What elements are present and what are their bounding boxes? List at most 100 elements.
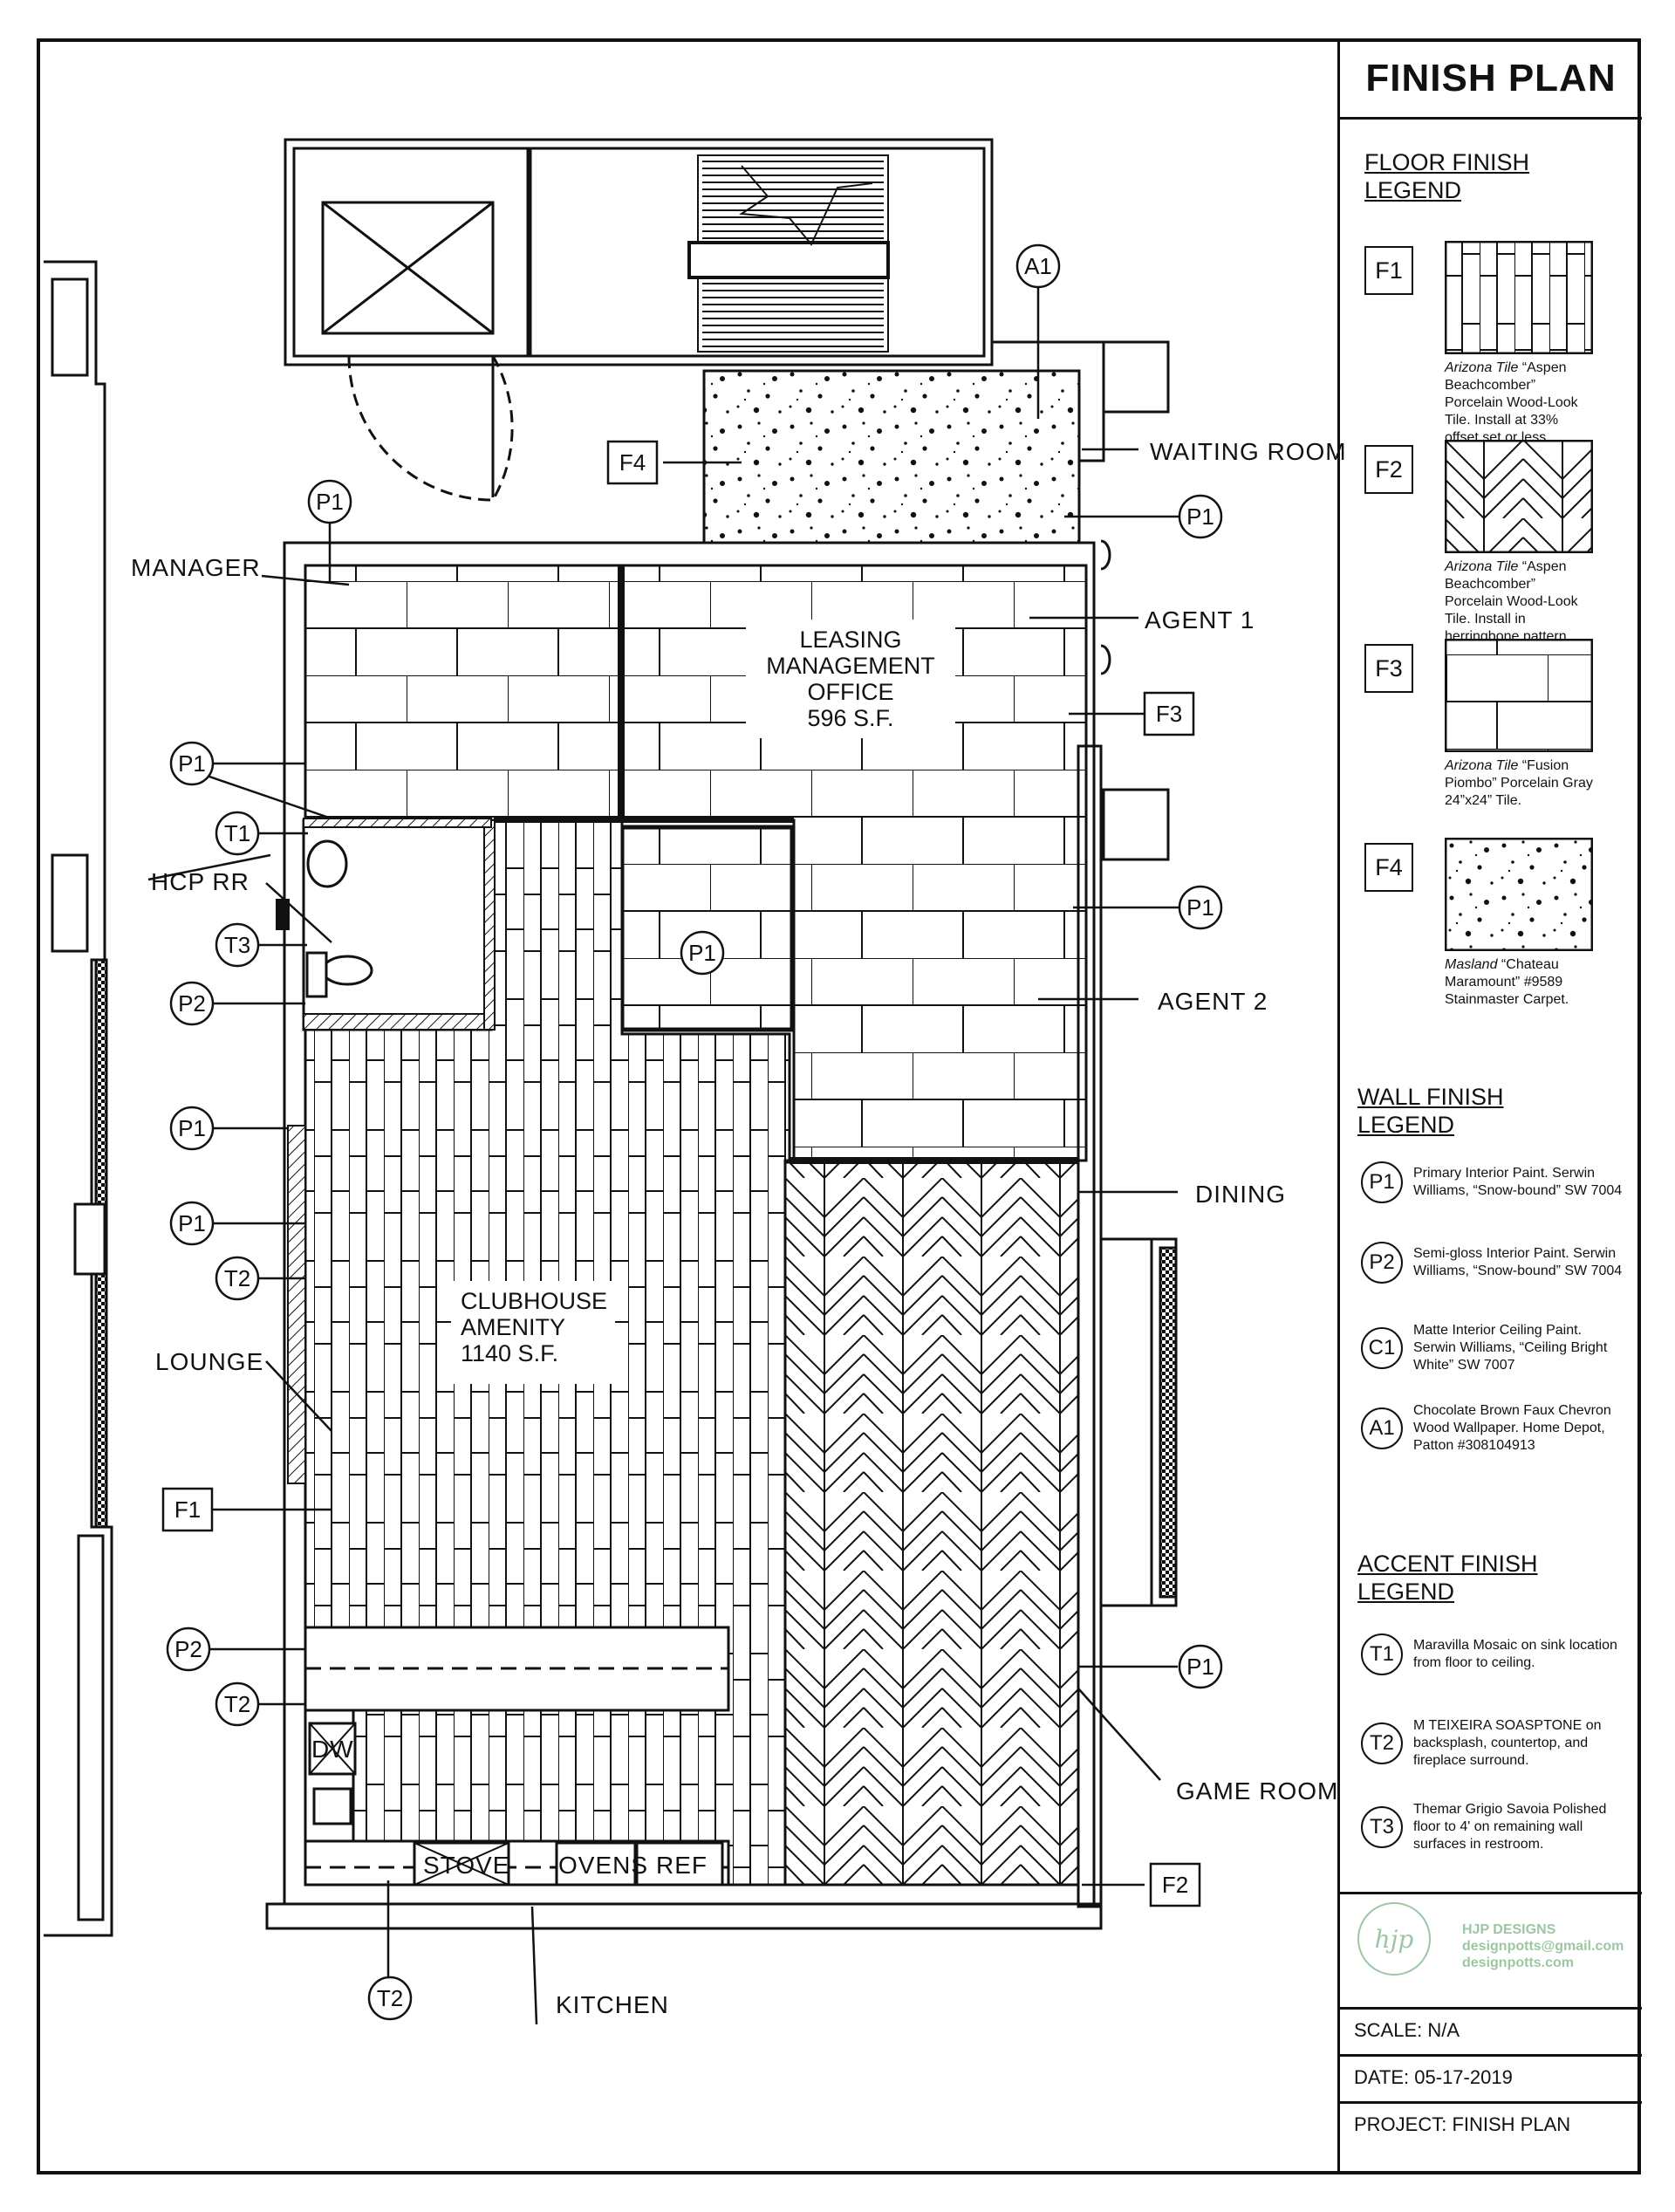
- accent-item-t1: T1 Maravilla Mosaic on sink location from…: [1361, 1633, 1623, 1675]
- tag-text: P1: [178, 1115, 206, 1141]
- firm-name: HJP DESIGNS: [1462, 1922, 1556, 1937]
- floor-item-desc: Arizona Tile “Aspen Beachcomber” Porcela…: [1445, 559, 1578, 644]
- bottom-wall: [265, 1902, 1103, 1930]
- date-field: DATE: 05-17-2019: [1354, 2066, 1513, 2088]
- floor-item-swatch: [1445, 241, 1593, 354]
- tag-text: F3: [1156, 701, 1182, 727]
- accent-item-tag: T3: [1361, 1806, 1403, 1848]
- kitchen-area: [304, 1626, 730, 1887]
- tag-p2-kitchen: P2: [166, 1626, 211, 1672]
- tag-p1-manager: P1: [307, 479, 352, 524]
- floor-legend: FLOOR FINISH LEGEND: [1364, 148, 1529, 204]
- game-room-floor-f2: [783, 1161, 1080, 1887]
- ovens: [555, 1841, 637, 1887]
- clubhouse-label-bg: [451, 1281, 615, 1384]
- tag-t2-lounge: T2: [215, 1256, 260, 1301]
- tag-t1: T1: [215, 811, 260, 856]
- clubhouse-name-1: CLUBHOUSE: [461, 1288, 607, 1314]
- hcp-restroom: [276, 818, 496, 1031]
- wall-item-tag: A1: [1361, 1407, 1403, 1449]
- label-agent1: AGENT 1: [1145, 606, 1255, 633]
- fireplace-surround: [287, 1125, 306, 1484]
- tag-t3: T3: [215, 922, 260, 968]
- clubhouse-area: 1140 S.F.: [461, 1340, 558, 1366]
- leasing-label-bg: [746, 620, 955, 738]
- tag-text: P1: [178, 750, 206, 777]
- leasing-office-name-1: LEASING: [799, 627, 901, 653]
- wall-item-desc: Primary Interior Paint. Serwin Williams,…: [1413, 1166, 1623, 1198]
- floor-item-swatch: [1445, 838, 1593, 951]
- label-ref: REF: [656, 1852, 708, 1879]
- leasing-office-area: 596 S.F.: [807, 705, 893, 731]
- sheet-border: [37, 38, 1641, 2174]
- grab-bar: [276, 899, 290, 930]
- tag-p1-left: P1: [169, 741, 215, 786]
- label-game-room: GAME ROOM: [1176, 1777, 1338, 1805]
- accent-item-tag: T1: [1361, 1633, 1403, 1675]
- label-dining: DINING: [1195, 1181, 1286, 1208]
- kitchen-sink: [312, 1787, 352, 1825]
- wall-item-p2: P2 Semi-gloss Interior Paint. Serwin Will…: [1361, 1242, 1623, 1284]
- tag-p1-lounge-a: P1: [169, 1106, 215, 1151]
- tag-text: P1: [316, 489, 344, 515]
- tag-f3: F3: [1143, 691, 1195, 736]
- partition-wall: [618, 565, 625, 818]
- label-kitchen: KITCHEN: [556, 1991, 669, 2018]
- tag-text: P1: [178, 1210, 206, 1236]
- floor-item-desc: Arizona Tile “Fusion Piombo” Porcelain G…: [1445, 758, 1593, 808]
- firm-info: HJP DESIGNS designpotts@gmail.com design…: [1462, 1921, 1624, 1971]
- floor-item-desc: Masland “Chateau Maramount” #9589 Stainm…: [1445, 957, 1569, 1007]
- exterior-wall-right: [1077, 539, 1178, 1908]
- tag-p1-lounge-b: P1: [169, 1201, 215, 1246]
- firm-web: designpotts.com: [1462, 1955, 1575, 1970]
- label-stove: STOVE: [423, 1852, 509, 1879]
- refrigerator: [635, 1841, 724, 1887]
- floor-item-tag: F3: [1364, 644, 1413, 693]
- firm-email: designpotts@gmail.com: [1462, 1939, 1624, 1954]
- floor-item-tag: F2: [1364, 445, 1413, 494]
- leasing-office-name-2: MANAGEMENT: [766, 653, 935, 679]
- accent-item-tag: T2: [1361, 1722, 1403, 1764]
- tag-text: F4: [619, 449, 646, 476]
- toilet: [321, 955, 373, 986]
- sink: [306, 839, 348, 888]
- wall-item-tag: P1: [1361, 1161, 1403, 1203]
- floor-item-tag: F4: [1364, 843, 1413, 892]
- accent-item-desc: Maravilla Mosaic on sink location from f…: [1413, 1638, 1617, 1670]
- floor-legend-title: FLOOR FINISH LEGEND: [1364, 149, 1530, 203]
- floor-item-tag: F1: [1364, 246, 1413, 295]
- tag-text: T2: [377, 1985, 403, 2011]
- tag-f4: F4: [606, 440, 659, 485]
- project-field: PROJECT: FINISH PLAN: [1354, 2113, 1571, 2135]
- wall-item-tag: P2: [1361, 1242, 1403, 1284]
- accent-legend: ACCENT FINISH LEGEND: [1357, 1550, 1538, 1606]
- tag-text: P1: [1186, 1654, 1214, 1680]
- floor-item-swatch: [1445, 440, 1593, 553]
- wall-item-desc: Chocolate Brown Faux Chevron Wood Wallpa…: [1413, 1403, 1611, 1453]
- tag-p1-office: P1: [680, 930, 725, 976]
- wall-item-desc: Semi-gloss Interior Paint. Serwin Willia…: [1413, 1246, 1623, 1278]
- tag-text: T1: [224, 820, 250, 846]
- label-dw: DW: [311, 1736, 354, 1763]
- tag-text: P2: [178, 990, 206, 1017]
- stair-treads: [702, 161, 884, 347]
- accent-item-desc: Themar Grigio Savoia Polished floor to 4…: [1413, 1802, 1607, 1852]
- tag-t2-bottom: T2: [367, 1976, 413, 2021]
- tag-p1-agent2: P1: [1178, 885, 1223, 930]
- tag-p2-rr: P2: [169, 981, 215, 1026]
- tag-p1-waiting: P1: [1178, 494, 1223, 539]
- tag-text: P1: [1186, 503, 1214, 530]
- wall-item-tag: C1: [1361, 1327, 1403, 1369]
- label-ovens: OVENS: [558, 1852, 648, 1879]
- tag-t2-kitchen: T2: [215, 1681, 260, 1727]
- label-manager: MANAGER: [131, 554, 261, 581]
- accent-item-desc: M TEIXEIRA SOASPTONE on backsplash, coun…: [1413, 1718, 1602, 1768]
- label-agent2: AGENT 2: [1158, 988, 1268, 1015]
- tag-text: F2: [1162, 1872, 1188, 1898]
- sheet-title: FINISH PLAN: [1340, 40, 1642, 120]
- leasing-office-name-3: OFFICE: [808, 679, 894, 705]
- floor-item-desc: Arizona Tile “Aspen Beachcomber” Porcela…: [1445, 360, 1578, 445]
